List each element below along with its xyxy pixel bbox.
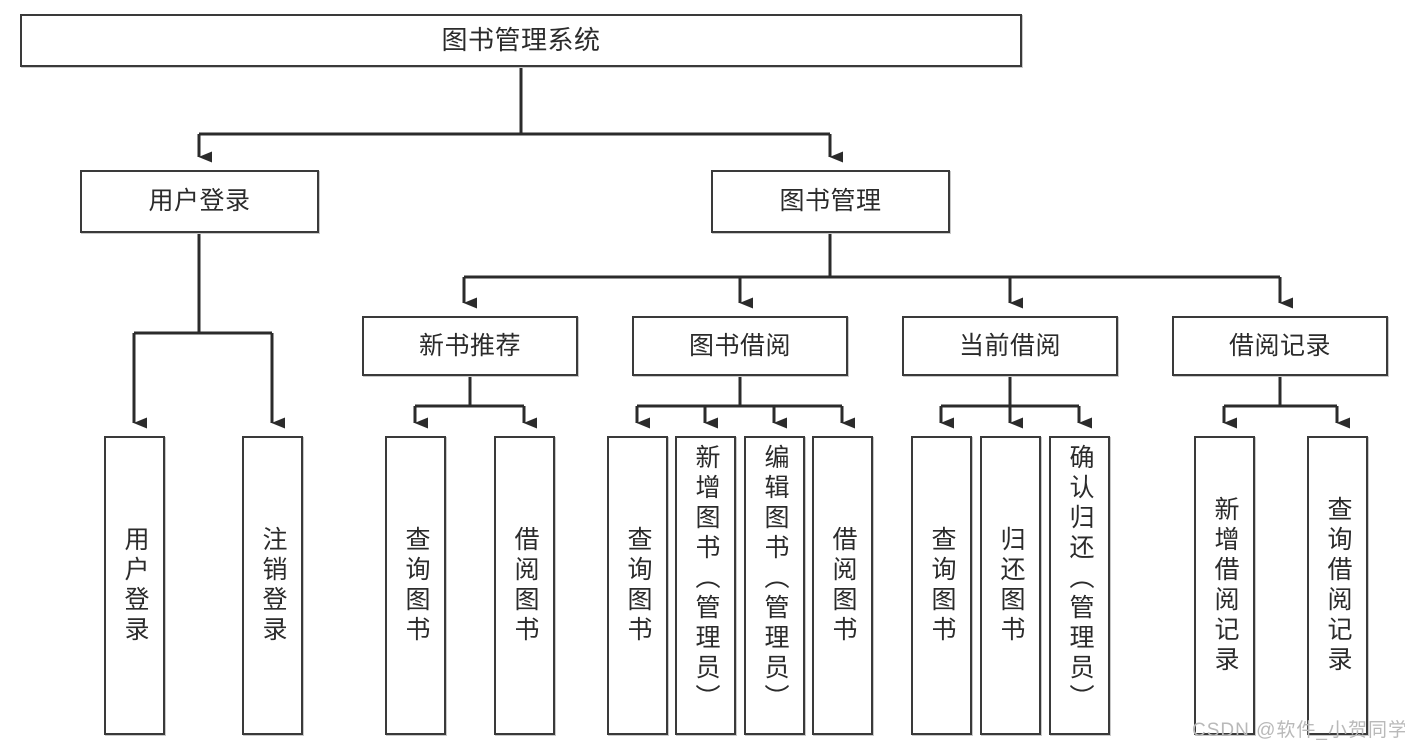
- node-user-login[interactable]: 用户登录: [80, 170, 319, 233]
- node-label: 图书借阅: [688, 331, 791, 360]
- node-label: 归还图书: [997, 525, 1025, 646]
- node-current-borrow[interactable]: 当前借阅: [902, 316, 1118, 376]
- leaf-user-login[interactable]: 用户登录: [104, 436, 165, 735]
- node-label: 用户登录: [121, 525, 149, 646]
- node-label: 借阅图书: [511, 525, 539, 646]
- leaf-return-book[interactable]: 归还图书: [980, 436, 1041, 735]
- leaf-add-borrow-record[interactable]: 新增借阅记录: [1194, 436, 1255, 735]
- node-label: 查询图书: [928, 525, 956, 646]
- node-label: 查询图书: [624, 525, 652, 646]
- node-label: 新增借阅记录: [1211, 495, 1239, 676]
- node-label: 查询借阅记录: [1324, 495, 1352, 676]
- leaf-edit-book-admin[interactable]: 编辑图书（管理员）: [744, 436, 805, 735]
- leaf-add-book-admin[interactable]: 新增图书（管理员）: [675, 436, 736, 735]
- node-label: 当前借阅: [958, 331, 1061, 360]
- node-label: 查询图书: [402, 525, 430, 646]
- node-label: 注销登录: [259, 525, 287, 646]
- csdn-watermark: CSDN @软件_小贺同学: [1192, 720, 1405, 741]
- leaf-query-book-current[interactable]: 查询图书: [911, 436, 972, 735]
- leaf-query-book-recommend[interactable]: 查询图书: [385, 436, 446, 735]
- node-label: 借阅图书: [829, 525, 857, 646]
- node-borrow-record[interactable]: 借阅记录: [1172, 316, 1388, 376]
- node-label: 新书推荐: [418, 331, 521, 360]
- node-root-book-management-system[interactable]: 图书管理系统: [20, 14, 1022, 67]
- node-label: 图书管理系统: [441, 24, 601, 55]
- node-book-borrow[interactable]: 图书借阅: [632, 316, 848, 376]
- leaf-query-book-borrow[interactable]: 查询图书: [607, 436, 668, 735]
- node-label: 借阅记录: [1228, 331, 1331, 360]
- node-book-management[interactable]: 图书管理: [711, 170, 950, 233]
- node-label: 确认归还（管理员）: [1066, 444, 1094, 714]
- leaf-query-borrow-record[interactable]: 查询借阅记录: [1307, 436, 1368, 735]
- node-label: 用户登录: [148, 187, 251, 216]
- node-new-book-recommend[interactable]: 新书推荐: [362, 316, 578, 376]
- leaf-borrow-book-recommend[interactable]: 借阅图书: [494, 436, 555, 735]
- leaf-borrow-book[interactable]: 借阅图书: [812, 436, 873, 735]
- leaf-logout[interactable]: 注销登录: [242, 436, 303, 735]
- leaf-confirm-return-admin[interactable]: 确认归还（管理员）: [1049, 436, 1110, 735]
- node-label: 新增图书（管理员）: [692, 444, 720, 714]
- node-label: 编辑图书（管理员）: [761, 444, 789, 714]
- node-label: 图书管理: [779, 187, 882, 216]
